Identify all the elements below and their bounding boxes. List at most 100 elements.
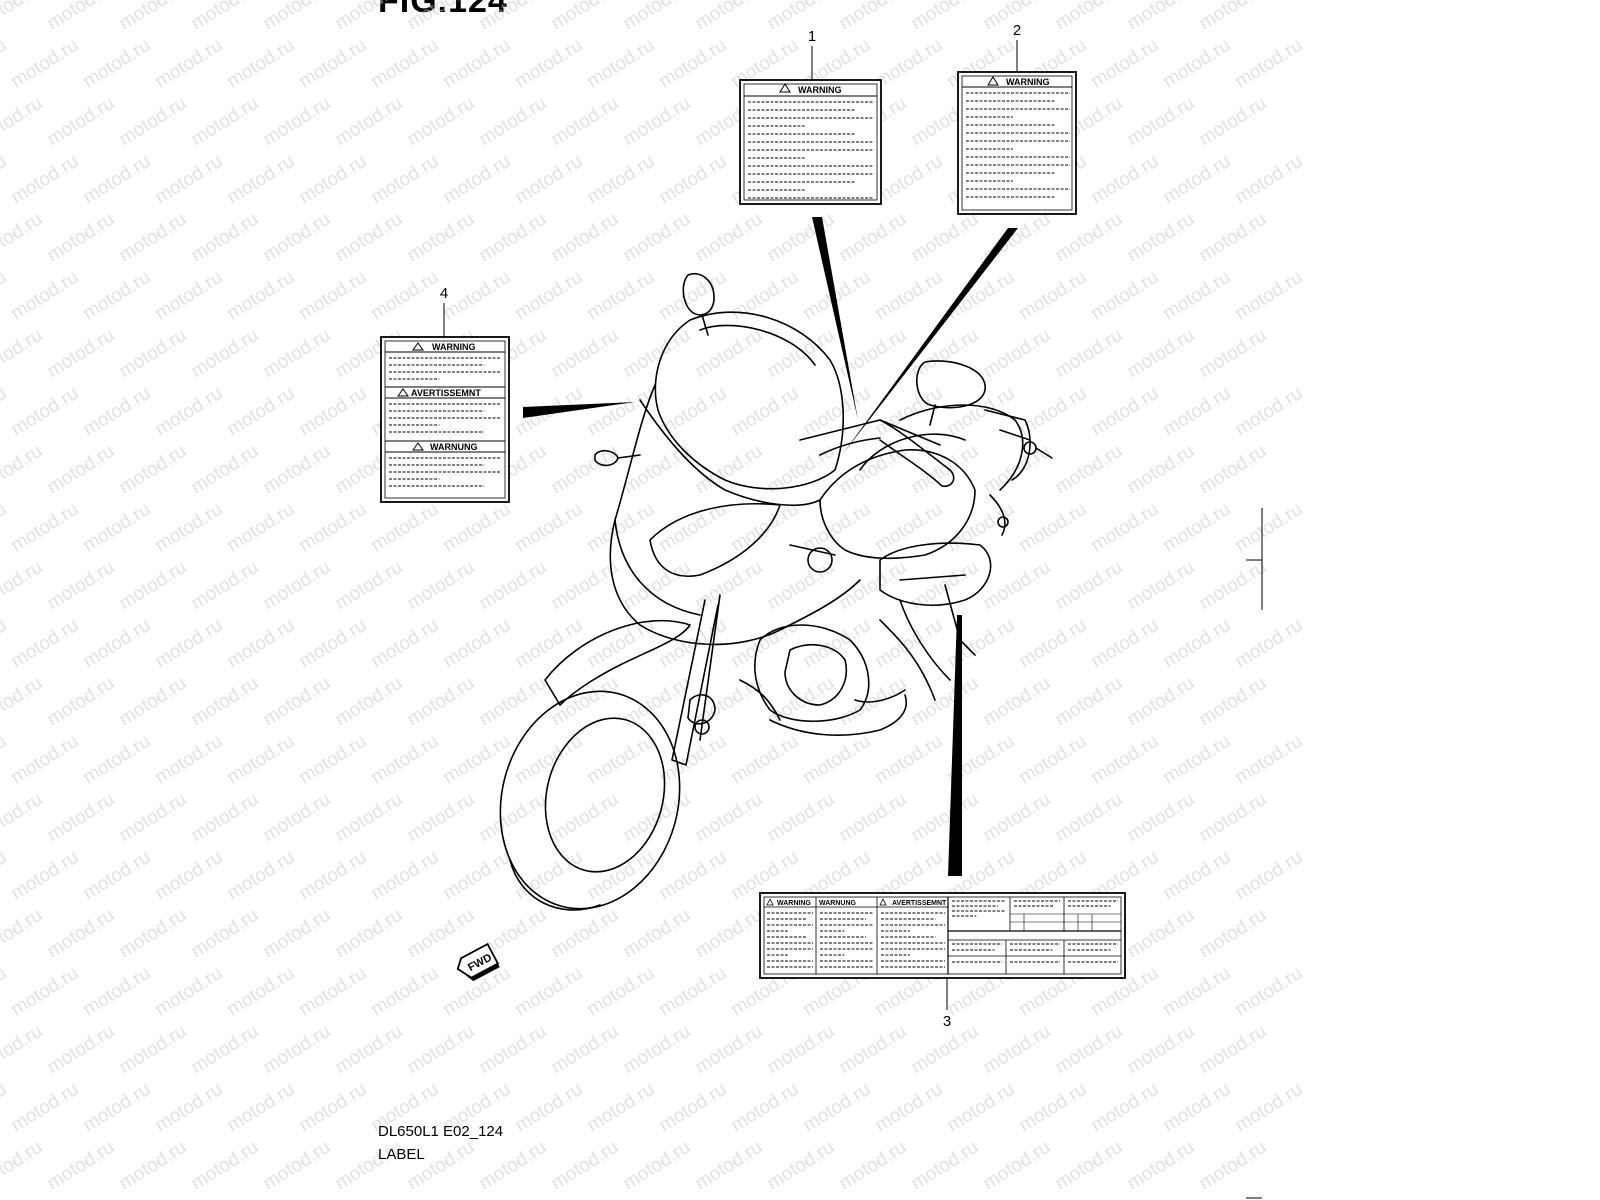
watermark-text: motod.ru — [188, 789, 263, 847]
watermark-text: motod.ru — [152, 731, 227, 789]
watermark-text: motod.ru — [404, 905, 479, 963]
watermark-text: motod.ru — [152, 499, 227, 557]
watermark-text: motod.ru — [1052, 789, 1127, 847]
label-3-header-3: AVERTISSEMNT — [892, 900, 947, 907]
watermark-text: motod.ru — [368, 1195, 443, 1200]
watermark-text: motod.ru — [728, 731, 803, 789]
watermark-text: motod.ru — [980, 1137, 1055, 1195]
watermark-text: motod.ru — [8, 963, 83, 1021]
watermark-text: motod.ru — [620, 1021, 695, 1079]
watermark-text: motod.ru — [908, 789, 983, 847]
watermark-text: motod.ru — [1196, 441, 1271, 499]
watermark-text: motod.ru — [980, 673, 1055, 731]
watermark-text: motod.ru — [548, 325, 623, 383]
watermark-text: motod.ru — [224, 615, 299, 673]
watermark-text: motod.ru — [8, 1195, 83, 1200]
watermark-text: motod.ru — [368, 151, 443, 209]
watermark-text: motod.ru — [548, 789, 623, 847]
watermark-text: motod.ru — [620, 905, 695, 963]
watermark-text: motod.ru — [440, 1195, 515, 1200]
watermark-text: motod.ru — [1124, 1021, 1199, 1079]
watermark-text: motod.ru — [116, 1021, 191, 1079]
watermark-text: motod.ru — [0, 789, 46, 847]
watermark-text: motod.ru — [80, 35, 155, 93]
watermark-text: motod.ru — [0, 847, 10, 905]
watermark-text: motod.ru — [1160, 499, 1235, 557]
watermark-text: motod.ru — [44, 673, 119, 731]
watermark-text: motod.ru — [1016, 383, 1091, 441]
watermark-text: motod.ru — [80, 615, 155, 673]
watermark-text: motod.ru — [404, 1021, 479, 1079]
watermark-text: motod.ru — [0, 557, 46, 615]
watermark-text: motod.ru — [224, 1079, 299, 1137]
watermark-text: motod.ru — [1124, 673, 1199, 731]
watermark-text: motod.ru — [296, 383, 371, 441]
watermark-text: motod.ru — [1232, 267, 1307, 325]
watermark-text: motod.ru — [404, 557, 479, 615]
watermark-text: motod.ru — [584, 1079, 659, 1137]
watermark-text: motod.ru — [728, 1195, 803, 1200]
watermark-text: motod.ru — [188, 905, 263, 963]
watermark-text: motod.ru — [80, 499, 155, 557]
watermark-text: motod.ru — [440, 35, 515, 93]
label-4-header-2: AVERTISSEMNT — [411, 388, 481, 398]
watermark-text: motod.ru — [584, 35, 659, 93]
watermark-text: motod.ru — [584, 151, 659, 209]
watermark-text: motod.ru — [296, 35, 371, 93]
watermark-text: motod.ru — [980, 789, 1055, 847]
watermark-text: motod.ru — [692, 1021, 767, 1079]
watermark-text: motod.ru — [0, 209, 46, 267]
watermark-text: motod.ru — [152, 383, 227, 441]
watermark-text: motod.ru — [116, 441, 191, 499]
watermark-text: motod.ru — [1124, 0, 1199, 34]
watermark-text: motod.ru — [8, 151, 83, 209]
watermark-text: motod.ru — [44, 0, 119, 34]
watermark-text: motod.ru — [0, 1195, 10, 1200]
leader-4 — [523, 402, 635, 418]
watermark-text: motod.ru — [44, 93, 119, 151]
fwd-arrow-icon: FWD — [456, 942, 500, 982]
watermark-text: motod.ru — [80, 731, 155, 789]
watermark-text: motod.ru — [1052, 325, 1127, 383]
watermark-text: motod.ru — [764, 1021, 839, 1079]
watermark-text: motod.ru — [944, 1079, 1019, 1137]
watermark-text: motod.ru — [1124, 93, 1199, 151]
watermark-text: motod.ru — [8, 267, 83, 325]
watermark-text: motod.ru — [332, 905, 407, 963]
watermark-text: motod.ru — [836, 441, 911, 499]
watermark-text: motod.ru — [80, 267, 155, 325]
watermark-text: motod.ru — [1088, 499, 1163, 557]
watermark-text: motod.ru — [872, 1195, 947, 1200]
watermark-text: motod.ru — [872, 267, 947, 325]
watermark-text: motod.ru — [80, 847, 155, 905]
watermark-text: motod.ru — [224, 35, 299, 93]
watermark-text: motod.ru — [476, 673, 551, 731]
watermark-text: motod.ru — [692, 441, 767, 499]
watermark-text: motod.ru — [0, 93, 46, 151]
watermark-text: motod.ru — [1124, 441, 1199, 499]
watermark-text: motod.ru — [512, 615, 587, 673]
watermark-text: motod.ru — [1160, 615, 1235, 673]
watermark-text: motod.ru — [980, 1021, 1055, 1079]
watermark-text: motod.ru — [0, 1021, 46, 1079]
watermark-text: motod.ru — [980, 325, 1055, 383]
watermark-text: motod.ru — [44, 441, 119, 499]
callout-4: 4 — [440, 285, 448, 302]
watermark-text: motod.ru — [1160, 1195, 1235, 1200]
watermark-text: motod.ru — [584, 1195, 659, 1200]
watermark-text: motod.ru — [1232, 963, 1307, 1021]
watermark-text: motod.ru — [872, 731, 947, 789]
watermark-text: motod.ru — [296, 963, 371, 1021]
watermark-text: motod.ru — [296, 267, 371, 325]
label-3: WARNING WARNUNG AVERTISSEMNT — [759, 892, 1126, 979]
watermark-text: motod.ru — [8, 731, 83, 789]
watermark-text: motod.ru — [800, 615, 875, 673]
label-4-header-3: WARNUNG — [430, 442, 478, 452]
watermark-text: motod.ru — [728, 499, 803, 557]
watermark-text: motod.ru — [584, 731, 659, 789]
watermark-text: motod.ru — [908, 441, 983, 499]
watermark-text: motod.ru — [260, 93, 335, 151]
watermark-text: motod.ru — [512, 151, 587, 209]
watermark-text: motod.ru — [1124, 209, 1199, 267]
watermark-text: motod.ru — [1160, 35, 1235, 93]
